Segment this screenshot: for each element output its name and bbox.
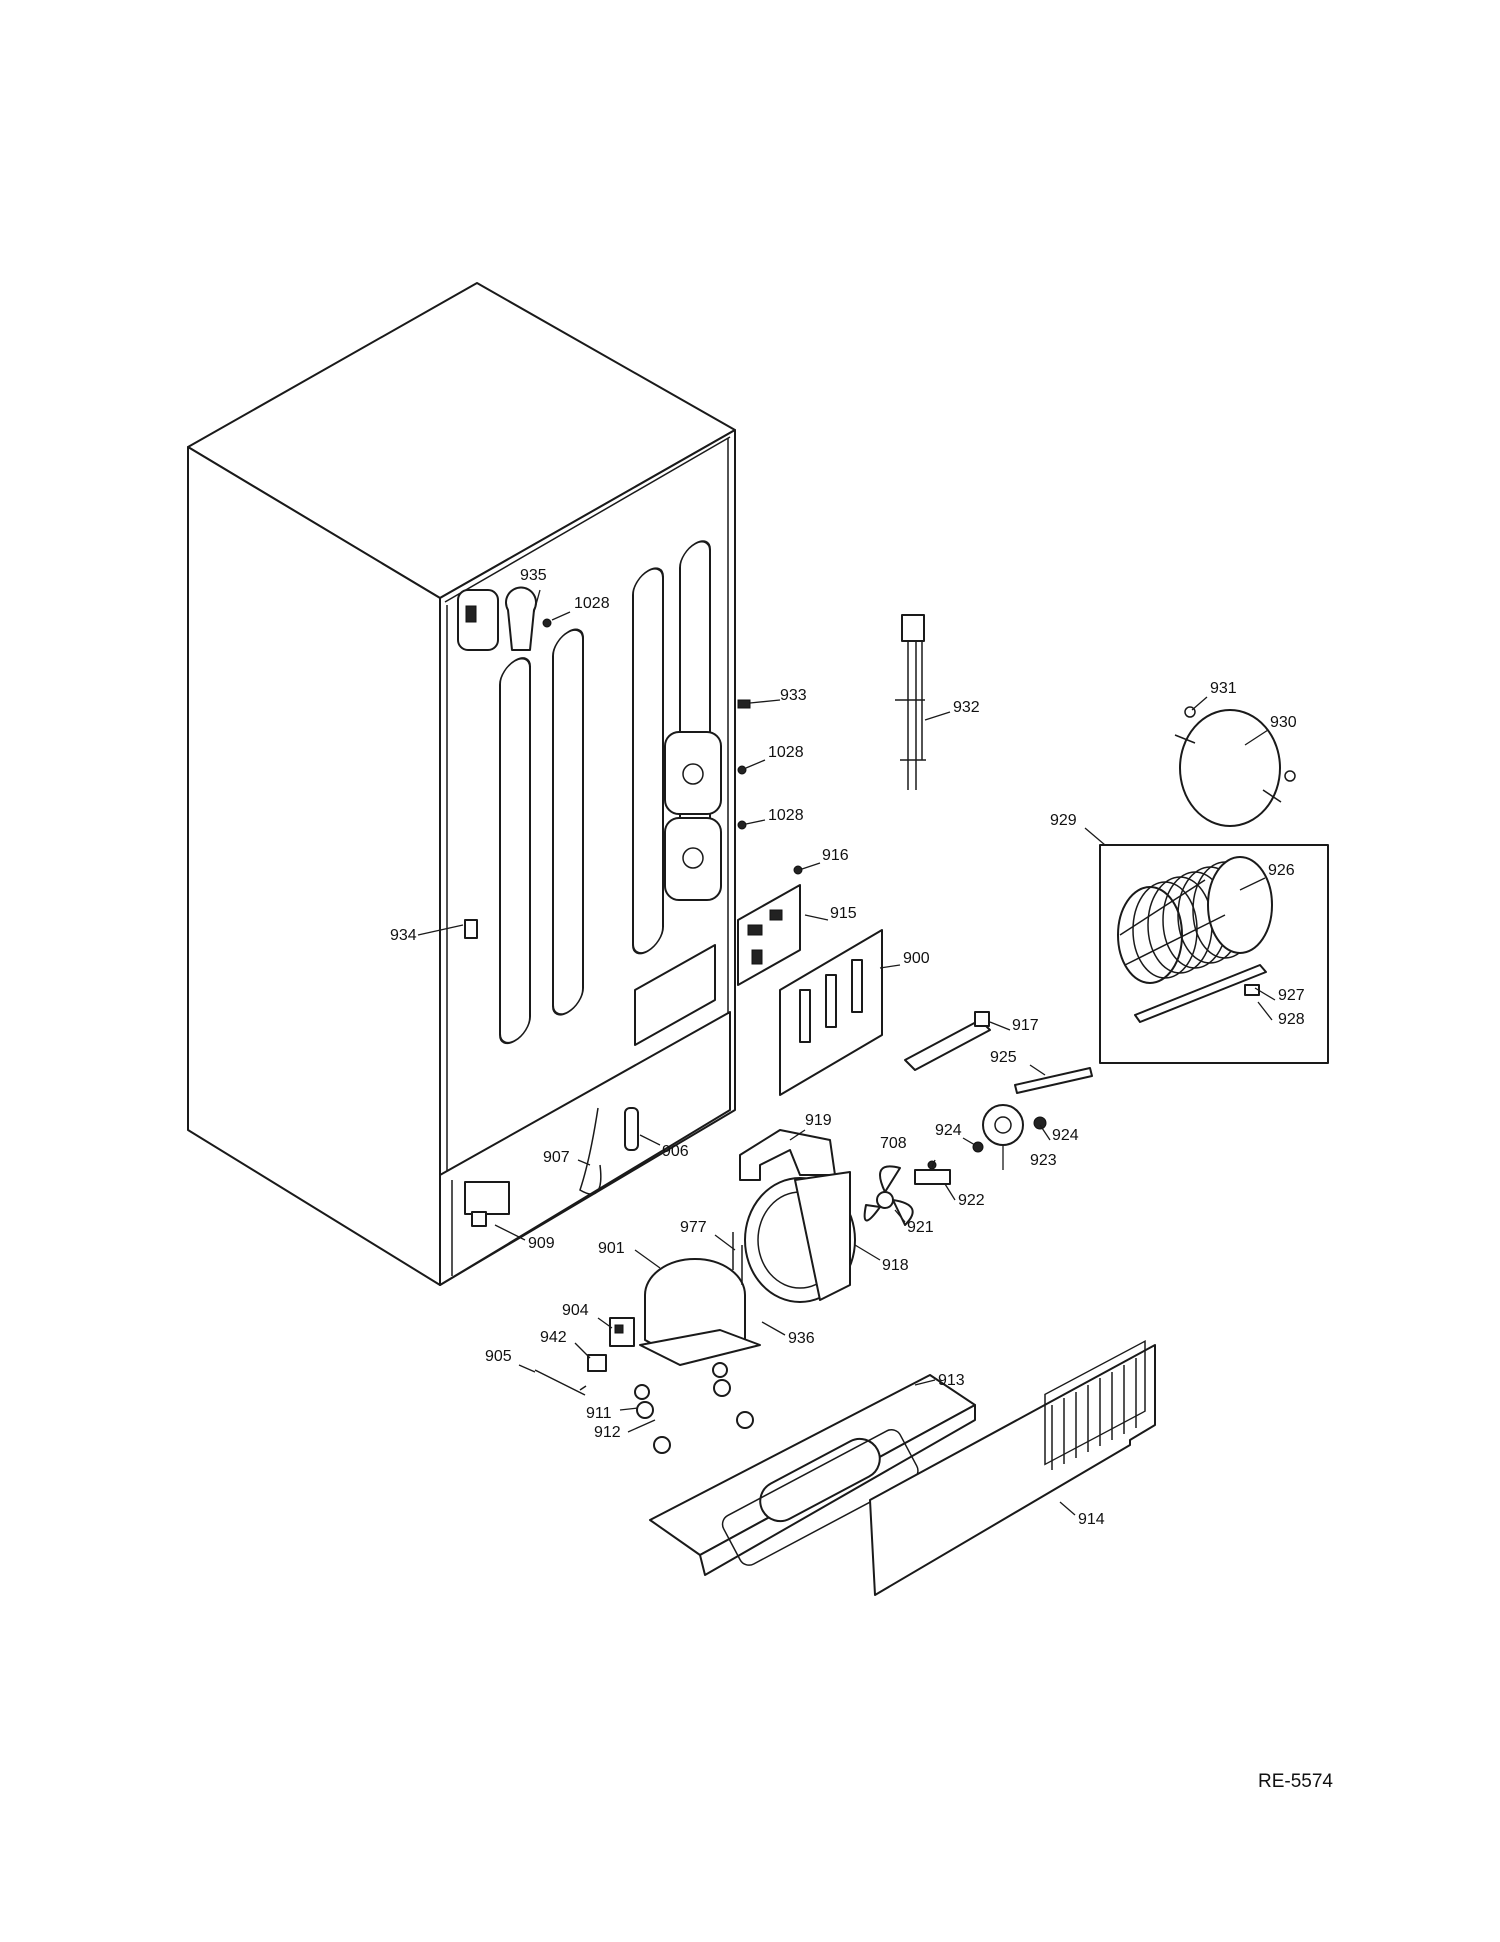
bracket-925 <box>1014 1067 1093 1094</box>
callout-914: 914 <box>1078 1511 1105 1528</box>
compressor-901 <box>639 1232 761 1366</box>
control-board-915 <box>737 884 801 986</box>
grommets <box>634 1362 754 1454</box>
callout-907: 907 <box>543 1149 570 1166</box>
callout-905: 905 <box>485 1348 512 1365</box>
callout-942: 942 <box>540 1329 567 1346</box>
callout-928: 928 <box>1278 1011 1305 1028</box>
grille-panel-914 <box>869 1340 1156 1596</box>
fan-motor-923 <box>982 1104 1024 1146</box>
callout-900: 900 <box>903 950 930 967</box>
callout-1028-mid: 1028 <box>768 744 804 761</box>
callout-708: 708 <box>880 1135 907 1152</box>
callout-933: 933 <box>780 687 807 704</box>
callout-901: 901 <box>598 1240 625 1257</box>
overload-cap-942 <box>587 1354 607 1372</box>
callout-923: 923 <box>1030 1152 1057 1169</box>
callout-977: 977 <box>680 1219 707 1236</box>
relay-904 <box>609 1317 635 1347</box>
callout-924-left: 924 <box>935 1122 962 1139</box>
callout-927: 927 <box>1278 987 1305 1004</box>
callout-924-right: 924 <box>1052 1127 1079 1144</box>
wire-harness-932 <box>895 614 926 790</box>
callout-labels: 935 1028 933 932 931 930 1028 1028 929 9… <box>390 567 1305 1528</box>
callout-930: 930 <box>1270 714 1297 731</box>
callout-911: 911 <box>586 1405 612 1422</box>
water-valve-909 <box>464 1181 510 1227</box>
drier-906 <box>624 1107 639 1151</box>
callout-912: 912 <box>594 1424 621 1441</box>
cabinet <box>187 282 736 1286</box>
callout-925: 925 <box>990 1049 1017 1066</box>
callout-917: 917 <box>1012 1017 1039 1034</box>
callout-1028-low: 1028 <box>768 807 804 824</box>
wire-905 <box>534 1369 587 1396</box>
tube-907 <box>579 1107 602 1195</box>
callout-935: 935 <box>520 567 547 584</box>
harness-917 <box>904 1011 991 1071</box>
callout-918: 918 <box>882 1257 909 1274</box>
fan-blade-921 <box>863 1165 914 1226</box>
callout-922: 922 <box>958 1192 985 1209</box>
callout-926: 926 <box>1268 862 1295 879</box>
reference-code: RE-5574 <box>1258 1771 1333 1792</box>
condenser-assembly-929 <box>1099 844 1329 1064</box>
duct-919 <box>739 1129 836 1181</box>
callout-934: 934 <box>390 927 417 944</box>
callout-913: 913 <box>938 1372 965 1389</box>
callout-929: 929 <box>1050 812 1077 829</box>
callout-931: 931 <box>1210 680 1237 697</box>
base-pan-913 <box>649 1374 976 1576</box>
board-cover-900 <box>779 929 883 1096</box>
callout-921: 921 <box>907 1219 934 1236</box>
callout-904: 904 <box>562 1302 589 1319</box>
callout-909: 909 <box>528 1235 555 1252</box>
callout-906: 906 <box>662 1143 689 1160</box>
callout-916: 916 <box>822 847 849 864</box>
leader-lines <box>417 589 1276 1516</box>
condenser-coil-926 <box>1117 856 1273 984</box>
callout-936: 936 <box>788 1330 815 1347</box>
callout-919: 919 <box>805 1112 832 1129</box>
callout-932: 932 <box>953 699 980 716</box>
fan-bracket-922 <box>914 1169 951 1185</box>
screws <box>542 618 1047 1170</box>
callout-915: 915 <box>830 905 857 922</box>
fan-shroud-918 <box>744 1171 856 1303</box>
callout-1028-top: 1028 <box>574 595 610 612</box>
